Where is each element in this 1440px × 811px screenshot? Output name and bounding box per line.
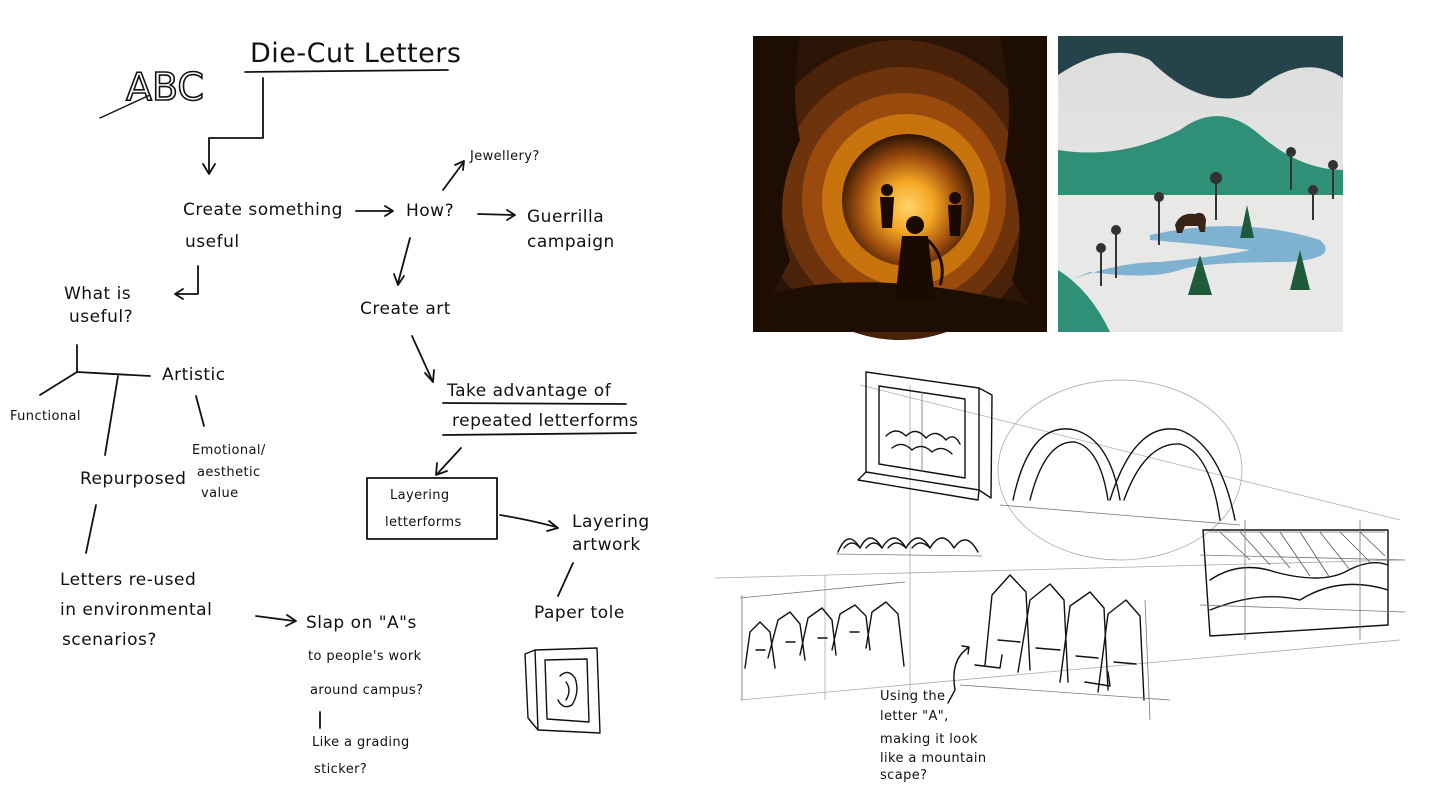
arrow-title-to-create <box>208 77 264 173</box>
title-underline <box>244 69 449 73</box>
arrowhead <box>384 205 394 217</box>
node-emotional-3: value <box>201 486 239 501</box>
node-layering-artwork: Layering <box>572 512 650 532</box>
node-what-is-useful-2: useful? <box>69 307 133 327</box>
arrowhead <box>393 273 405 286</box>
mind-map: ABC Die-Cut Letters Create something use… <box>10 38 650 777</box>
node-slap-on: Slap on "A"s <box>306 613 417 633</box>
node-letters-reused: Letters re-used <box>60 570 196 590</box>
node-take-advantage-2: repeated letterforms <box>452 411 639 431</box>
node-layering-artwork-2: artwork <box>572 535 641 555</box>
node-guerrilla-2: campaign <box>527 232 615 252</box>
node-layering-letterforms-2: letterforms <box>385 515 462 530</box>
perspective-sketches <box>714 371 1406 721</box>
branch-line <box>104 375 119 456</box>
node-create-something: Create something <box>183 200 343 220</box>
arrow-how-to-art <box>397 237 411 284</box>
node-letters-reused-3: scenarios? <box>62 630 157 650</box>
node-emotional-2: aesthetic <box>197 465 261 480</box>
note-scape: scape? <box>880 768 927 783</box>
a-letter-row-sketch <box>739 581 906 700</box>
arrowhead <box>546 520 559 532</box>
arrow-how-to-guerrilla <box>477 213 515 216</box>
framed-box-sketch <box>857 371 993 501</box>
node-guerrilla: Guerrilla <box>527 207 604 227</box>
arrowhead <box>506 209 516 221</box>
arrowhead <box>424 369 435 383</box>
node-repurposed: Repurposed <box>80 469 186 489</box>
arrowhead <box>435 462 448 476</box>
node-letters-reused-2: in environmental <box>60 600 212 620</box>
node-functional: Functional <box>10 409 81 424</box>
node-grading-2: sticker? <box>314 762 367 777</box>
arrowhead <box>174 288 184 300</box>
arrowhead <box>285 614 297 627</box>
node-how: How? <box>406 201 454 221</box>
cave-paper-art-photo <box>753 36 1047 340</box>
arrow-take-to-layering <box>437 447 462 474</box>
node-artistic: Artistic <box>162 365 226 385</box>
node-emotional: Emotional/ <box>192 443 266 458</box>
branch-line <box>195 395 205 427</box>
arrowhead <box>961 645 970 655</box>
a-mountain-sketch <box>959 574 1171 721</box>
bear-shape <box>1175 212 1206 233</box>
branch-line <box>557 562 574 597</box>
node-jewellery: Jewellery? <box>469 149 540 164</box>
annotation-arrow <box>947 647 969 704</box>
arrow-box-to-artwork <box>499 514 557 528</box>
note-making: making it look <box>880 732 978 747</box>
layering-letterforms-box <box>366 477 498 540</box>
annotation-using-letter-a: Using the letter "A", making it look lik… <box>880 689 987 783</box>
arrow-art-to-take <box>411 335 433 381</box>
node-paper-tole: Paper tole <box>534 603 625 623</box>
abc-doodle-stroke <box>99 94 151 119</box>
node-slap-on-2: to people's work <box>308 649 422 664</box>
hill-row-sketch <box>835 537 983 557</box>
diagram-title: Die-Cut Letters <box>250 38 461 69</box>
branch-line <box>39 371 78 396</box>
arches-sketch <box>999 428 1241 526</box>
mountain-paper-art-photo <box>1058 36 1343 332</box>
arrowhead <box>202 163 216 175</box>
branch-line <box>76 371 151 377</box>
note-using: Using the <box>880 689 945 704</box>
paper-tole-frame-sketch <box>524 647 601 734</box>
framed-landscape-sketch <box>1199 520 1406 640</box>
node-what-is-useful: What is <box>64 284 131 304</box>
underline <box>442 402 627 405</box>
arrowhead <box>454 160 465 171</box>
node-create-art: Create art <box>360 299 451 319</box>
arrow-create-to-whatis <box>175 265 199 295</box>
arrow-letters-to-slap <box>255 615 295 622</box>
node-slap-on-3: around campus? <box>310 683 423 698</box>
node-take-advantage: Take advantage of <box>446 381 612 401</box>
arrow-how-to-jewellery <box>442 162 464 191</box>
node-grading: Like a grading <box>312 735 410 750</box>
node-layering-letterforms: Layering <box>390 488 450 503</box>
branch-line <box>85 504 97 554</box>
note-mountain: like a mountain <box>880 751 987 766</box>
note-letter-a: letter "A", <box>880 709 949 724</box>
underline <box>442 432 637 436</box>
abc-doodle: ABC <box>126 65 204 109</box>
node-create-something-2: useful <box>185 232 240 252</box>
